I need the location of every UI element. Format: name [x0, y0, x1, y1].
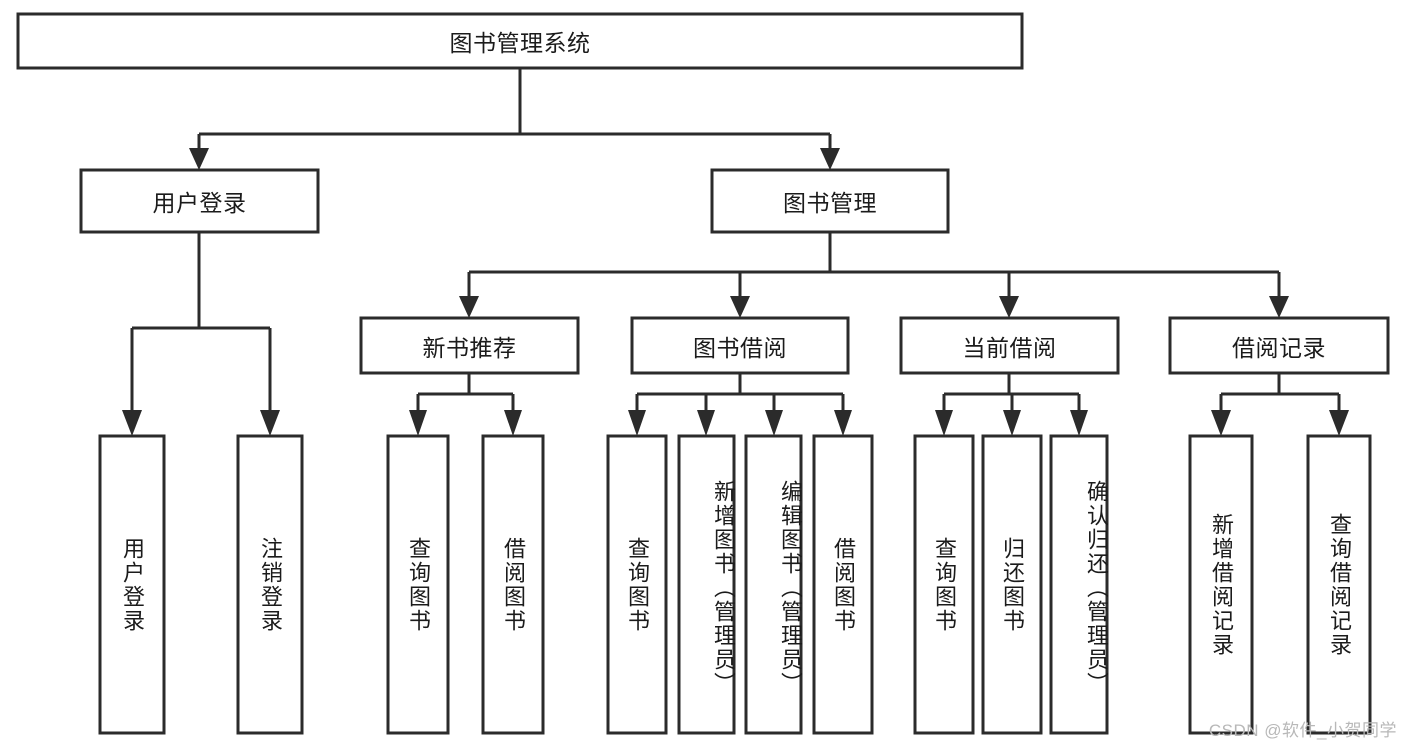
arrow-head-leaf-borrow-record-1 [1329, 410, 1349, 436]
arrow-head-leaf-user-login-0 [122, 410, 142, 436]
arrow-head-leaf-book-borrow-2 [765, 410, 783, 436]
node-box-book-borrow[interactable] [630, 316, 850, 375]
arrow-head-leaf-book-borrow-1 [697, 410, 715, 436]
node-box-user-login[interactable] [79, 168, 320, 234]
node-box-leaf-book-borrow-1[interactable] [677, 434, 736, 735]
node-box-leaf-current-borrow-0[interactable] [913, 434, 975, 735]
node-box-leaf-borrow-record-1[interactable] [1306, 434, 1372, 735]
arrow-head-leaf-current-borrow-2 [1070, 410, 1088, 436]
node-box-leaf-borrow-record-0[interactable] [1188, 434, 1254, 735]
csdn-watermark: CSDN @软件_小贺同学 [1208, 721, 1397, 740]
arrow-head-borrow-record [1269, 296, 1289, 318]
node-box-borrow-record[interactable] [1168, 316, 1390, 375]
arrow-head-leaf-new-book-0 [409, 410, 427, 436]
node-box-root[interactable] [16, 12, 1024, 70]
arrow-head-leaf-new-book-1 [504, 410, 522, 436]
arrow-head-leaf-user-login-1 [260, 410, 280, 436]
node-box-new-book-recommend[interactable] [359, 316, 580, 375]
arrow-head-leaf-current-borrow-1 [1003, 410, 1021, 436]
arrow-head-current-borrow [999, 296, 1019, 318]
node-box-leaf-new-book-0[interactable] [386, 434, 450, 735]
arrow-head-book-management [820, 148, 840, 170]
node-box-leaf-user-login-0[interactable] [98, 434, 166, 735]
node-box-leaf-book-borrow-3[interactable] [812, 434, 874, 735]
arrow-head-user-login [189, 148, 209, 170]
arrow-head-leaf-borrow-record-0 [1211, 410, 1231, 436]
arrow-head-book-borrow [730, 296, 750, 318]
node-box-leaf-user-login-1[interactable] [236, 434, 304, 735]
arrow-head-leaf-book-borrow-3 [834, 410, 852, 436]
node-box-leaf-current-borrow-1[interactable] [981, 434, 1043, 735]
node-box-leaf-new-book-1[interactable] [481, 434, 545, 735]
node-box-leaf-current-borrow-2[interactable] [1049, 434, 1109, 735]
arrow-head-new-book-recommend [459, 296, 479, 318]
node-box-book-management[interactable] [710, 168, 950, 234]
arrow-head-leaf-current-borrow-0 [935, 410, 953, 436]
arrow-head-leaf-book-borrow-0 [628, 410, 646, 436]
node-box-current-borrow[interactable] [899, 316, 1120, 375]
node-box-leaf-book-borrow-2[interactable] [744, 434, 803, 735]
node-box-leaf-book-borrow-0[interactable] [606, 434, 668, 735]
